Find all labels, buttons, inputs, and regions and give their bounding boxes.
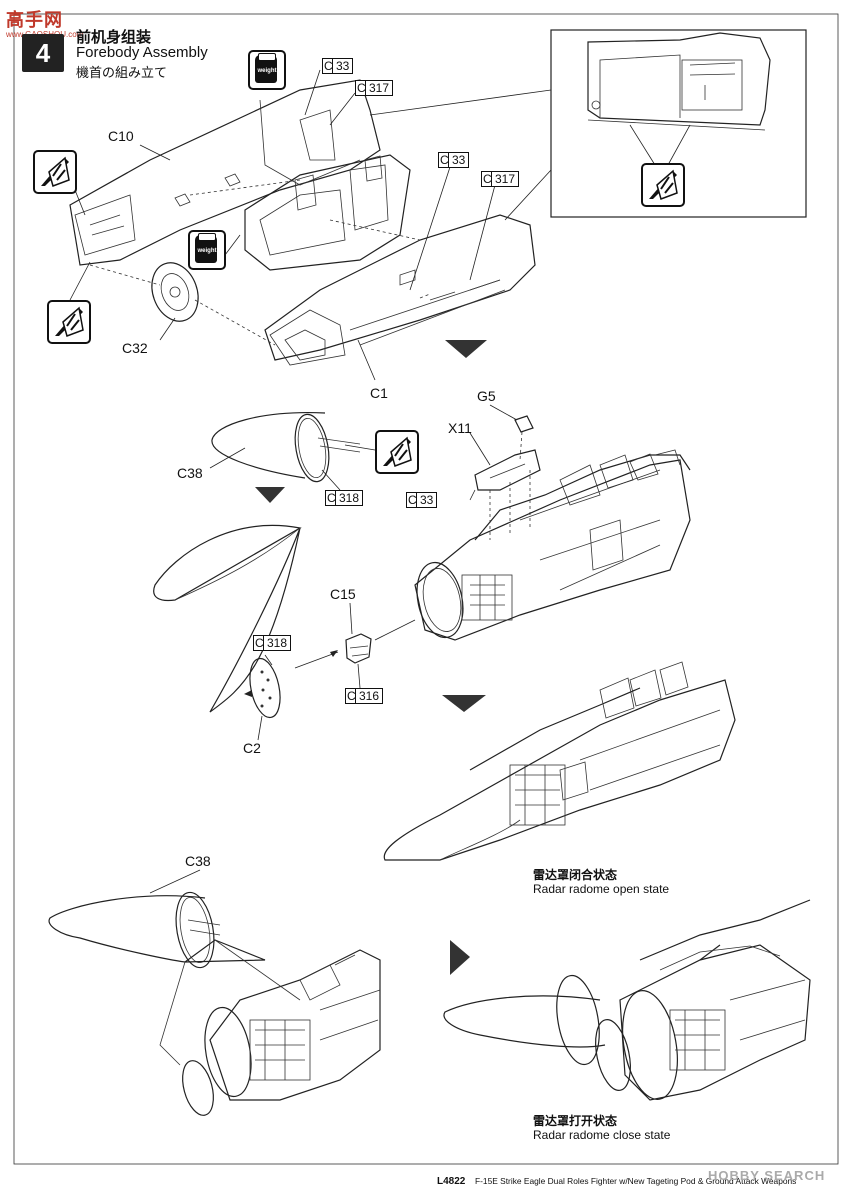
weight-icon: weight (248, 50, 286, 90)
cement-glue-icon (47, 300, 91, 344)
color-ref-prefix: C (440, 153, 449, 167)
part-label-c38: C38 (185, 853, 211, 869)
part-label-x11: X11 (448, 420, 472, 436)
color-ref-code: 317 (495, 172, 516, 186)
arrow-down-icon (442, 695, 486, 712)
nose-radome-closed-view (443, 899, 811, 1101)
color-ref-code: 316 (359, 689, 380, 703)
step-title-jp: 機首の組み立て (76, 65, 168, 80)
inset-cockpit-detail (587, 32, 771, 131)
color-ref-code: 318 (339, 491, 360, 505)
caption-close-cn: 雷达罩打开状态 (533, 1114, 618, 1128)
part-label-g5: G5 (477, 388, 496, 404)
arrow-down-icon (445, 340, 487, 358)
step-number-badge: 4 (22, 34, 64, 72)
nose-assembly-closed (383, 661, 736, 861)
plate-c2 (249, 657, 281, 719)
footer-title: F-15E Strike Eagle Dual Roles Fighter w/… (475, 1176, 797, 1186)
caption-open-en: Radar radome open state (533, 882, 670, 896)
step-title-cn: 前机身组装 (76, 29, 152, 46)
radome-c38-drawing (211, 412, 361, 483)
color-ref-prefix: C (357, 81, 366, 95)
weight-label: weight (257, 68, 277, 74)
part-label-c38: C38 (177, 465, 203, 481)
arrow-right-icon (450, 940, 470, 975)
color-ref-code: 317 (369, 81, 390, 95)
color-ref-prefix: C (327, 491, 336, 505)
footer-code: L4822 (437, 1176, 466, 1187)
part-label-c32: C32 (122, 340, 148, 356)
color-ref-code: 33 (420, 493, 434, 507)
arrow-down-icon (255, 487, 285, 503)
site-watermark-name: 高手网 (6, 10, 63, 30)
color-ref-prefix: C (483, 172, 492, 186)
color-ref-prefix: C (347, 689, 356, 703)
color-ref-prefix: C (324, 59, 333, 73)
weight-icon: weight (188, 230, 226, 270)
nose-assembly-open (414, 415, 691, 641)
step-number: 4 (35, 38, 51, 68)
color-ref-prefix: C (408, 493, 417, 507)
nose-radome-open-view (48, 891, 381, 1116)
weight-label: weight (197, 248, 217, 254)
credit-watermark: HOBBY SEARCH (708, 1168, 826, 1183)
part-label-c1: C1 (370, 385, 388, 401)
cement-glue-icon (33, 150, 77, 194)
detail-inset (550, 29, 807, 218)
part-label-c2: C2 (243, 740, 261, 756)
page-frame (13, 13, 839, 1165)
caption-open-cn: 雷达罩闭合状态 (533, 868, 618, 882)
color-ref-prefix: C (255, 636, 264, 650)
cement-glue-icon (375, 430, 419, 474)
cement-glue-icon (641, 163, 685, 207)
color-ref-code: 33 (336, 59, 350, 73)
step-title-en: Forebody Assembly (76, 44, 208, 61)
forebody-exploded-drawing (69, 79, 536, 366)
part-label-c10: C10 (108, 128, 134, 144)
color-ref-code: 318 (267, 636, 288, 650)
color-ref-code: 33 (452, 153, 466, 167)
caption-close-en: Radar radome close state (533, 1128, 671, 1142)
part-label-c15: C15 (330, 586, 356, 602)
